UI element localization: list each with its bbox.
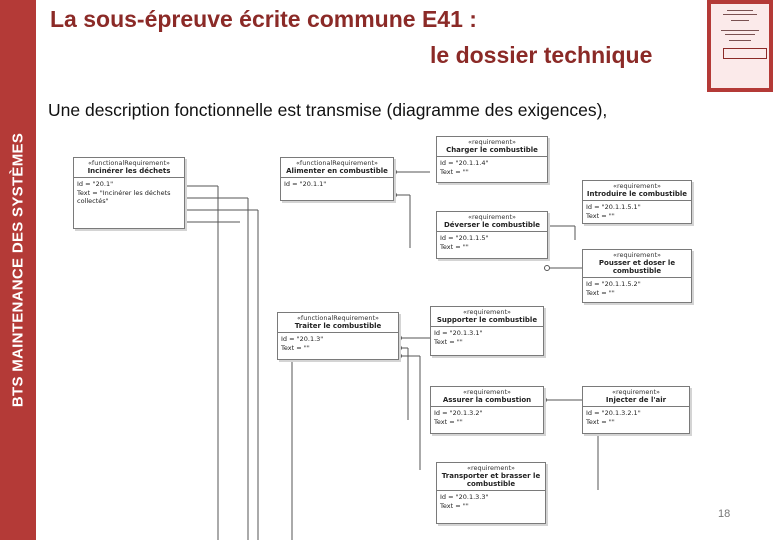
requirement-box: «functionalRequirement»Traiter le combus… bbox=[277, 312, 399, 360]
requirement-box: «requirement»Pousser et doser le combust… bbox=[582, 249, 692, 303]
requirement-box: «requirement»Introduire le combustible I… bbox=[582, 180, 692, 224]
slide-subtitle: le dossier technique bbox=[430, 42, 653, 68]
requirement-box: «requirement»Déverser le combustible Id … bbox=[436, 211, 548, 259]
requirement-box: «requirement»Injecter de l'air Id = "20.… bbox=[582, 386, 690, 434]
requirement-box: «requirement»Supporter le combustible Id… bbox=[430, 306, 544, 356]
requirement-box: «requirement»Transporter et brasser le c… bbox=[436, 462, 546, 524]
page-number: 18 bbox=[718, 508, 731, 520]
requirement-box: «requirement»Charger le combustible Id =… bbox=[436, 136, 548, 183]
requirement-box: «requirement»Assurer la combustion Id = … bbox=[430, 386, 544, 434]
requirement-box: «functionalRequirement»Alimenter en comb… bbox=[280, 157, 394, 201]
description-text: Une description fonctionnelle est transm… bbox=[48, 100, 608, 120]
requirement-box: «functionalRequirement»Incinérer les déc… bbox=[73, 157, 185, 229]
sidebar-band bbox=[0, 0, 36, 540]
document-thumbnail bbox=[707, 0, 773, 92]
slide-title: La sous-épreuve écrite commune E41 : bbox=[50, 6, 477, 32]
thumbnail-box bbox=[723, 48, 767, 59]
thumbnail-page bbox=[711, 4, 769, 88]
